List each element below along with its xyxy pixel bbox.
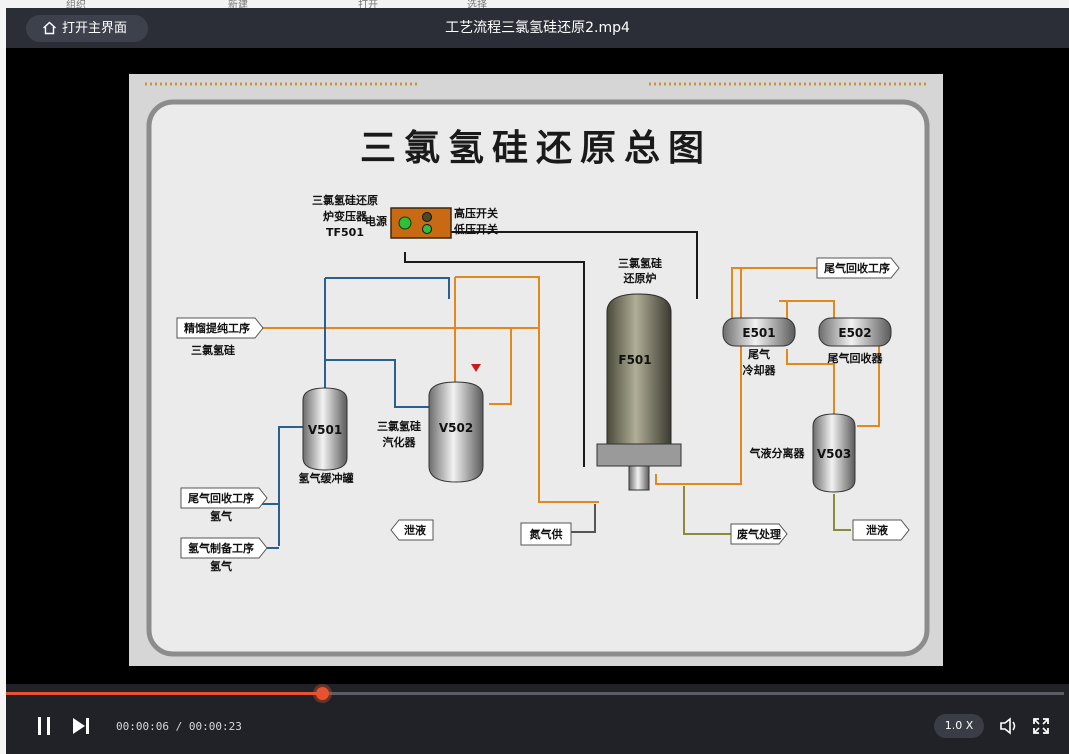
volume-icon [1000,717,1016,735]
background-window-edge [0,8,6,754]
fullscreen-button[interactable] [1030,715,1052,737]
bg-menu-item: 组织 [66,0,86,11]
e501-name-1: 尾气 [747,347,770,361]
v503-tag: V503 [817,447,851,461]
valve-icon [471,364,481,372]
v503-vessel [812,413,856,493]
v501-name: 氢气缓冲罐 [299,471,354,485]
v503-name: 气液分离器 [749,446,806,460]
nitrogen-label: 氮气供 [530,527,563,541]
feed-material-label: 三氯氢硅 [191,343,235,357]
transformer-label-1: 三氯氢硅还原 [312,193,378,207]
playback-speed-button[interactable]: 1.0 X [934,714,984,738]
furnace-label-1: 三氯氢硅 [618,256,662,270]
transformer-tag: TF501 [326,226,364,239]
video-frame[interactable]: 三氯氢硅还原总图 [129,74,943,666]
power-led-icon [398,216,412,230]
next-button[interactable] [70,714,92,738]
video-title: 工艺流程三氯氢硅还原2.mp4 [445,20,630,36]
current-time: 00:00:06 [116,720,169,733]
player-controlbar [6,684,1069,754]
hv-switch-icon [422,212,432,222]
h2-source1-box [180,487,268,509]
transformer-label-2: 炉变压器 [323,209,368,223]
h2-source1-label: 尾气回收工序 [187,491,254,505]
drain1-label: 泄液 [404,523,427,537]
video-player: 打开主界面 工艺流程三氯氢硅还原2.mp4 三氯氢硅还原 [6,8,1069,754]
lv-switch-label: 低压开关 [453,222,498,236]
home-icon [43,21,56,35]
process-flow-diagram: 三氯氢硅还原总图 [129,74,943,666]
e502-exchanger [818,317,892,347]
feed-source-label: 精馏提纯工序 [184,321,250,335]
open-home-button[interactable]: 打开主界面 [26,15,148,42]
e502-name: 尾气回收器 [827,351,884,365]
bg-menu-item: 新建 [228,0,248,11]
v502-tag: V502 [439,421,473,435]
nitrogen-box [520,522,572,546]
furnace-outlet [628,465,650,491]
fullscreen-icon [1033,718,1049,734]
e501-exchanger [722,317,796,347]
time-separator: / [168,720,189,733]
bg-menu-item: 打开 [358,0,378,11]
e502-tag: E502 [838,326,871,340]
progress-track[interactable] [6,692,1064,695]
tail-gas-dest-label: 尾气回收工序 [823,261,890,275]
drain2-box [852,519,910,541]
bg-menu-item: 选择 [467,0,487,11]
e501-tag: E501 [742,326,775,340]
v501-tag: V501 [308,423,342,437]
drain1-box [390,519,434,541]
lv-switch-icon [422,224,432,234]
progress-fill [6,692,323,695]
waste-gas-box [730,523,788,545]
pause-icon [38,717,50,735]
drain2-label: 泄液 [866,523,889,537]
time-display: 00:00:06 / 00:00:23 [116,720,242,733]
pause-button[interactable] [34,714,56,738]
h2-source2-sub: 氢气 [210,559,232,573]
v502-name-1: 三氯氢硅 [377,419,421,433]
tail-gas-dest-box [816,257,900,279]
player-titlebar: 打开主界面 工艺流程三氯氢硅还原2.mp4 [6,8,1069,48]
v502-vessel [428,381,484,483]
h2-source2-label: 氢气制备工序 [188,541,254,555]
waste-gas-label: 废气处理 [737,527,781,541]
h2-source1-sub: 氢气 [210,509,232,523]
feed-source-box [176,317,264,339]
furnace-tag: F501 [618,353,651,367]
progress-knob[interactable] [316,687,329,700]
e501-name-2: 冷却器 [743,363,777,377]
v501-vessel [302,387,348,471]
total-time: 00:00:23 [188,720,242,733]
furnace-vessel [606,293,672,445]
furnace-label-2: 还原炉 [623,271,657,285]
power-label: 电源 [365,214,387,228]
open-home-label: 打开主界面 [62,21,128,36]
furnace-base [596,443,682,467]
skip-next-icon [73,718,89,734]
hv-switch-label: 高压开关 [454,206,498,220]
volume-button[interactable] [998,715,1020,737]
h2-source2-box [180,537,268,559]
diagram-title: 三氯氢硅还原总图 [360,128,712,169]
v502-name-2: 汽化器 [383,435,417,449]
